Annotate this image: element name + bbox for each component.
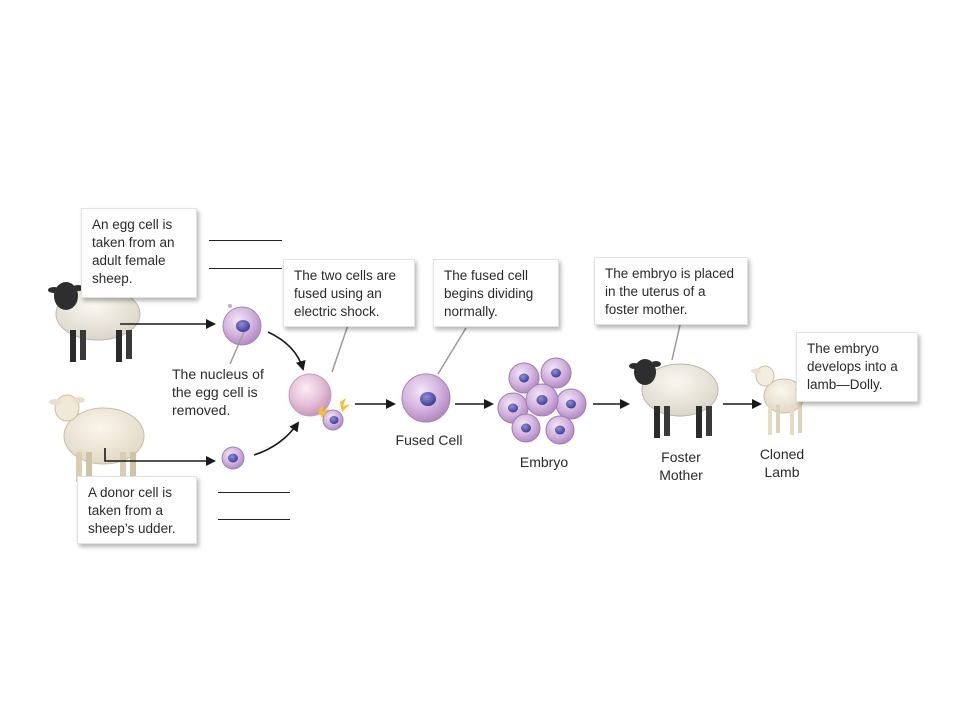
foster-mother-label: Foster Mother [643, 448, 719, 484]
placed-uterus-text: The embryo is placed in the uterus of a … [605, 266, 735, 317]
cloned-lamb-text: Cloned Lamb [759, 446, 805, 480]
foster-mother-sheep-icon [629, 359, 719, 438]
placed-uterus-box: The embryo is placed in the uterus of a … [594, 257, 748, 325]
answer-blank-4 [218, 519, 290, 520]
fused-cell-icon [401, 373, 451, 423]
donor-taken-text: A donor cell is taken from a sheep’s udd… [88, 485, 176, 536]
placed-box-pointer [671, 324, 681, 361]
nucleus-removed-text: The nucleus of the egg cell is removed. [172, 366, 264, 418]
donor-cell-icon [221, 446, 245, 470]
divide-box-pointer [437, 327, 467, 375]
arrow-sheep-to-donor [104, 448, 216, 466]
egg-taken-box: An egg cell is taken from an adult femal… [81, 208, 197, 298]
embryo-label: Embryo [500, 453, 588, 471]
donor-taken-box: A donor cell is taken from a sheep’s udd… [77, 476, 197, 544]
nucleus-removed-label: The nucleus of the egg cell is removed. [172, 365, 282, 419]
develops-box: The embryo develops into a lamb—Dolly. [796, 332, 918, 402]
embryo-text: Embryo [519, 454, 569, 470]
fused-cell-text: Fused Cell [395, 432, 463, 448]
fusing-cells-icon [288, 373, 350, 431]
dividing-text: The fused cell begins dividing normally. [444, 268, 534, 319]
cloned-lamb-label: Cloned Lamb [746, 445, 818, 481]
foster-mother-text: Foster Mother [659, 449, 703, 483]
fuse-box-pointer [331, 324, 349, 373]
nucleus-pointer [229, 331, 245, 365]
arrow-egg-to-fusion [267, 331, 306, 371]
answer-blank-2 [209, 268, 282, 269]
egg-cell-icon [222, 304, 262, 346]
embryo-icon [497, 357, 587, 445]
egg-taken-text: An egg cell is taken from an adult femal… [92, 217, 175, 286]
fused-shock-text: The two cells are fused using an electri… [294, 268, 397, 319]
donor-sheep-icon [49, 394, 145, 482]
cloned-lamb-icon [751, 365, 805, 435]
answer-blank-3 [218, 492, 290, 493]
fused-cell-label: Fused Cell [380, 431, 478, 449]
arrow-donor-to-fusion [253, 421, 300, 456]
dividing-box: The fused cell begins dividing normally. [433, 259, 559, 327]
develops-text: The embryo develops into a lamb—Dolly. [807, 341, 898, 392]
adult-female-sheep-icon [48, 282, 141, 362]
answer-blank-1 [209, 240, 282, 241]
fused-shock-box: The two cells are fused using an electri… [283, 259, 415, 327]
flow-arrows [104, 319, 762, 466]
